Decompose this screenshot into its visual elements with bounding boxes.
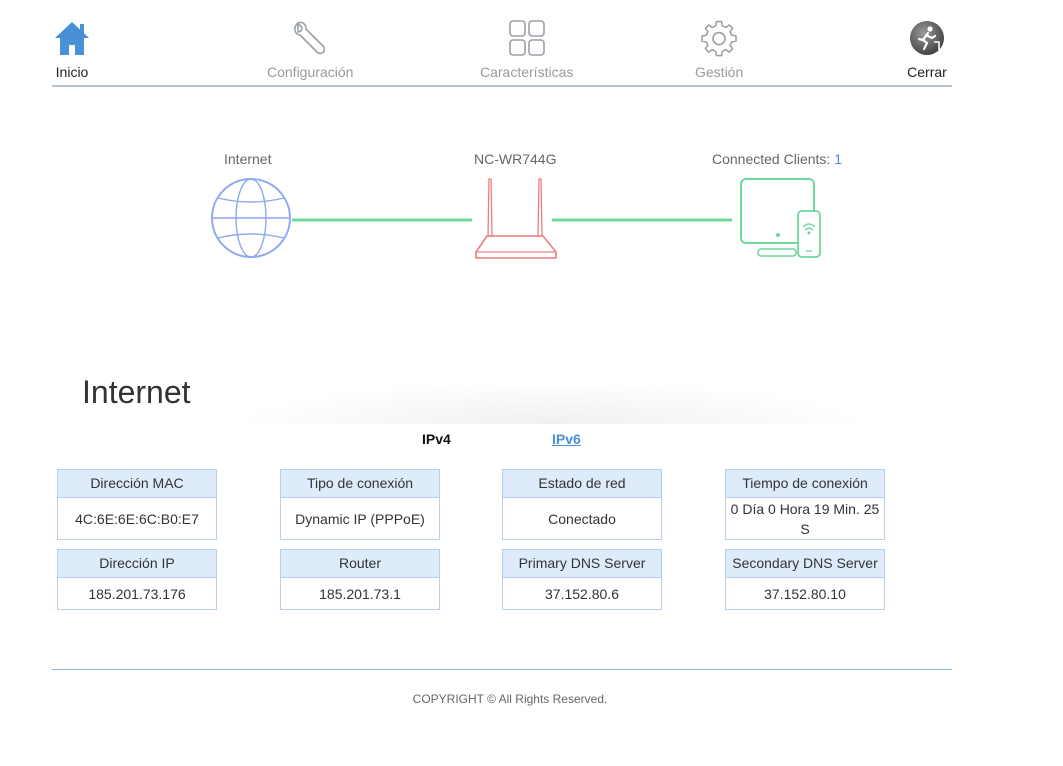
topology-diagram [211, 178, 821, 259]
nav-item-cerrar[interactable]: Cerrar [907, 18, 947, 80]
card-value: 4C:6E:6E:6C:B0:E7 [75, 510, 199, 527]
nav-item-inicio[interactable]: Inicio [52, 18, 92, 80]
card-secondary-dns: Secondary DNS Server 37.152.80.10 [725, 549, 885, 610]
home-icon [55, 22, 89, 55]
grid-icon [508, 20, 545, 56]
footer-divider [52, 669, 952, 670]
nav-item-label: Configuración [267, 64, 354, 80]
card-connection-type: Tipo de conexión Dynamic IP (PPPoE) [280, 469, 440, 540]
internet-label: Internet [224, 151, 272, 167]
router-label: NC-WR744G [474, 151, 557, 167]
copyright-text: COPYRIGHT © All Rights Reserved. [412, 692, 608, 706]
card-ip-address: Dirección IP 185.201.73.176 [57, 549, 217, 610]
card-value: Dynamic IP (PPPoE) [295, 510, 425, 527]
wrench-icon [294, 21, 326, 55]
card-value: Conectado [548, 510, 616, 527]
card-label: Estado de red [503, 470, 661, 498]
clients-label-text: Connected Clients: [712, 151, 831, 167]
card-router: Router 185.201.73.1 [280, 549, 440, 610]
card-value: 0 Día 0 Hora 19 Min. 25 S [730, 500, 880, 537]
globe-icon[interactable] [211, 178, 291, 258]
tab-ipv6[interactable]: IPv6 [552, 431, 581, 447]
clients-count[interactable]: 1 [834, 151, 842, 167]
card-label: Dirección MAC [58, 470, 216, 498]
card-label: Tiempo de conexión [726, 470, 884, 498]
card-label: Secondary DNS Server [726, 550, 884, 578]
nav-item-label: Características [480, 64, 574, 80]
card-connection-time: Tiempo de conexión 0 Día 0 Hora 19 Min. … [725, 469, 885, 540]
card-network-state: Estado de red Conectado [502, 469, 662, 540]
clients-icon[interactable] [740, 178, 821, 258]
card-label: Tipo de conexión [281, 470, 439, 498]
card-mac-address: Dirección MAC 4C:6E:6E:6C:B0:E7 [57, 469, 217, 540]
gear-icon [701, 20, 737, 57]
nav-item-caracteristicas[interactable]: Características [480, 18, 573, 80]
clients-label[interactable]: Connected Clients: 1 [712, 151, 842, 167]
card-value: 37.152.80.6 [545, 585, 619, 602]
page-title: Internet [82, 374, 191, 410]
card-value: 37.152.80.10 [764, 585, 846, 602]
card-label: Router [281, 550, 439, 578]
card-label: Primary DNS Server [503, 550, 661, 578]
router-icon[interactable] [475, 178, 557, 259]
card-primary-dns: Primary DNS Server 37.152.80.6 [502, 549, 662, 610]
nav-item-label: Gestión [695, 64, 744, 80]
nav-item-configuracion[interactable]: Configuración [267, 18, 353, 80]
nav-item-label: Inicio [55, 64, 89, 80]
top-nav: Inicio Configuración Características Ges… [52, 0, 952, 87]
card-value: 185.201.73.176 [88, 585, 186, 602]
tab-ipv4[interactable]: IPv4 [422, 431, 451, 447]
card-label: Dirección IP [58, 550, 216, 578]
nav-item-gestion[interactable]: Gestión [695, 18, 743, 80]
header-glow [230, 380, 870, 424]
exit-icon [910, 21, 944, 55]
nav-item-label: Cerrar [907, 64, 947, 80]
card-value: 185.201.73.1 [319, 585, 401, 602]
